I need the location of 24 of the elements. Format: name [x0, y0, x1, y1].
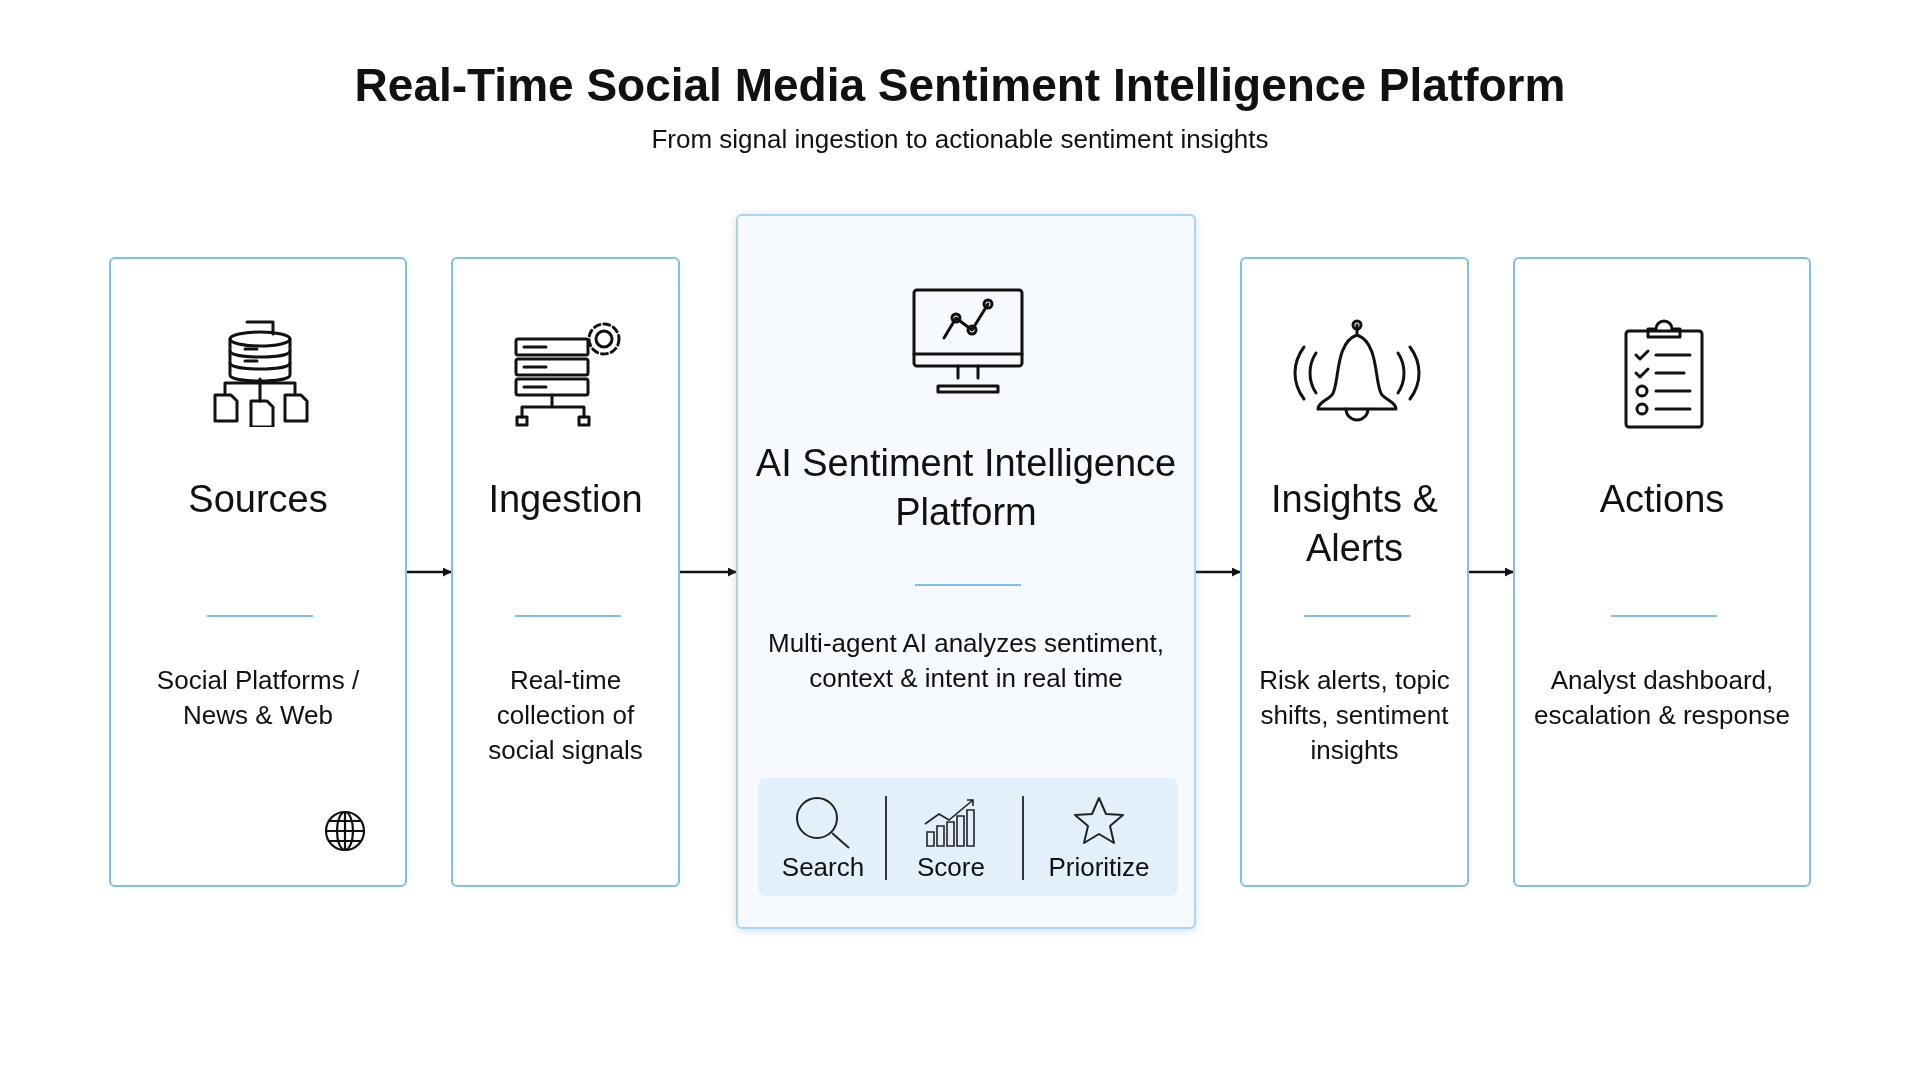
stage-card	[451, 257, 680, 887]
platform-card	[736, 214, 1196, 929]
arrow	[1469, 567, 1514, 577]
tool-label: Score	[917, 852, 985, 882]
diagram-subtitle: From signal ingestion to actionable sentiment insights	[650, 124, 1270, 155]
tool-label: Prioritize	[1048, 852, 1150, 882]
stage-title: Insights & Alerts	[1270, 477, 1439, 571]
arrow	[680, 567, 737, 577]
stage-description: Analyst dashboard, escalation & response	[1533, 664, 1791, 732]
stage-title: Ingestion	[487, 477, 644, 522]
diagram-title: Real-Time Social Media Sentiment Intelligence Platform	[353, 58, 1567, 112]
stage-description: Risk alerts, topic shifts, sentiment insights	[1258, 664, 1451, 767]
arrow	[1196, 567, 1241, 577]
stage-card	[1513, 257, 1811, 887]
stage-title: Sources	[187, 477, 329, 522]
tool-label: Search	[781, 852, 865, 882]
stage-card	[1240, 257, 1469, 887]
arrow	[407, 567, 452, 577]
stage-card	[109, 257, 407, 887]
stage-title: AI Sentiment Intelligence Platform	[754, 441, 1178, 535]
stage-description: Real-time collection of social signals	[487, 664, 644, 767]
stage-title: Actions	[1598, 477, 1726, 522]
stage-description: Multi-agent AI analyzes sentiment, context & intent in real time	[767, 627, 1165, 695]
stage-description: Social Platforms / News & Web	[155, 664, 361, 732]
